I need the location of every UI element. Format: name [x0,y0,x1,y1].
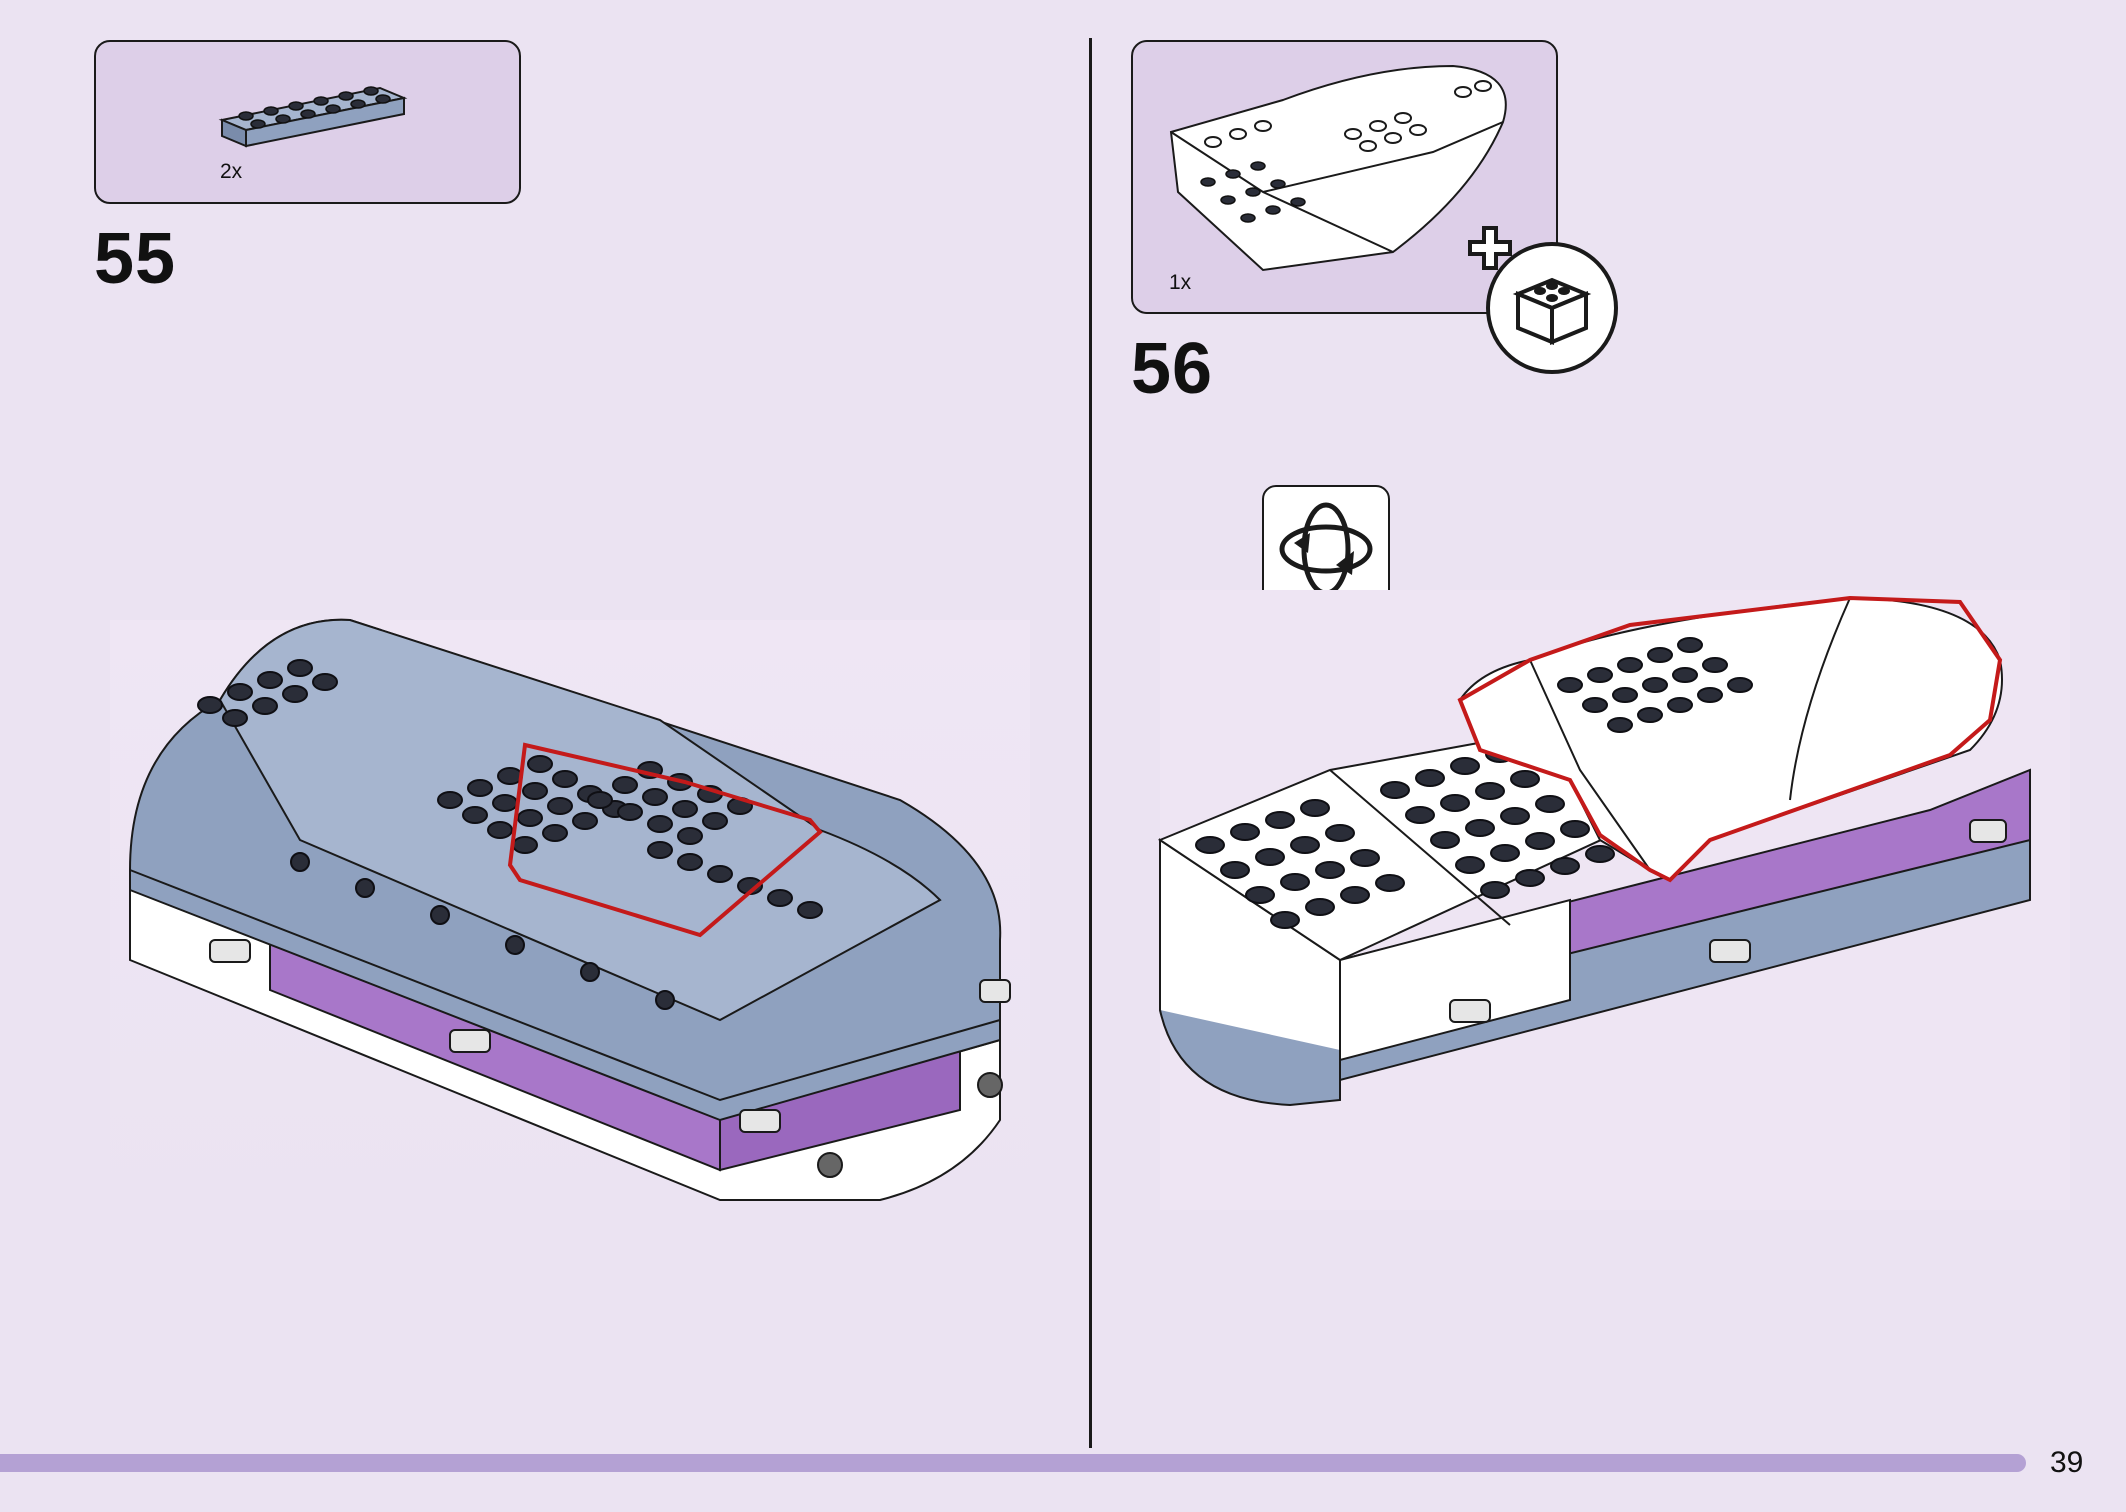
part-quantity: 1x [1169,271,1192,294]
step-number-55: 55 [94,219,177,299]
parts-callout-step-55: 2x [94,40,521,204]
add-subassembly-icon [1468,226,1618,374]
step-number-56: 56 [1131,329,1214,409]
boat-bow-piece-icon [1169,64,1507,272]
parts-callout-step-56: 1x [1131,40,1558,314]
page-divider [1089,38,1092,1448]
model-illustration-step-56 [1157,590,2070,1210]
page-number: 39 [2050,1446,2084,1479]
model-illustration-step-55 [110,618,1030,1210]
footer-bar [0,1454,2026,1472]
plate-2x6-icon [218,86,408,148]
plus-icon [1468,226,1512,270]
part-quantity: 2x [220,160,243,183]
